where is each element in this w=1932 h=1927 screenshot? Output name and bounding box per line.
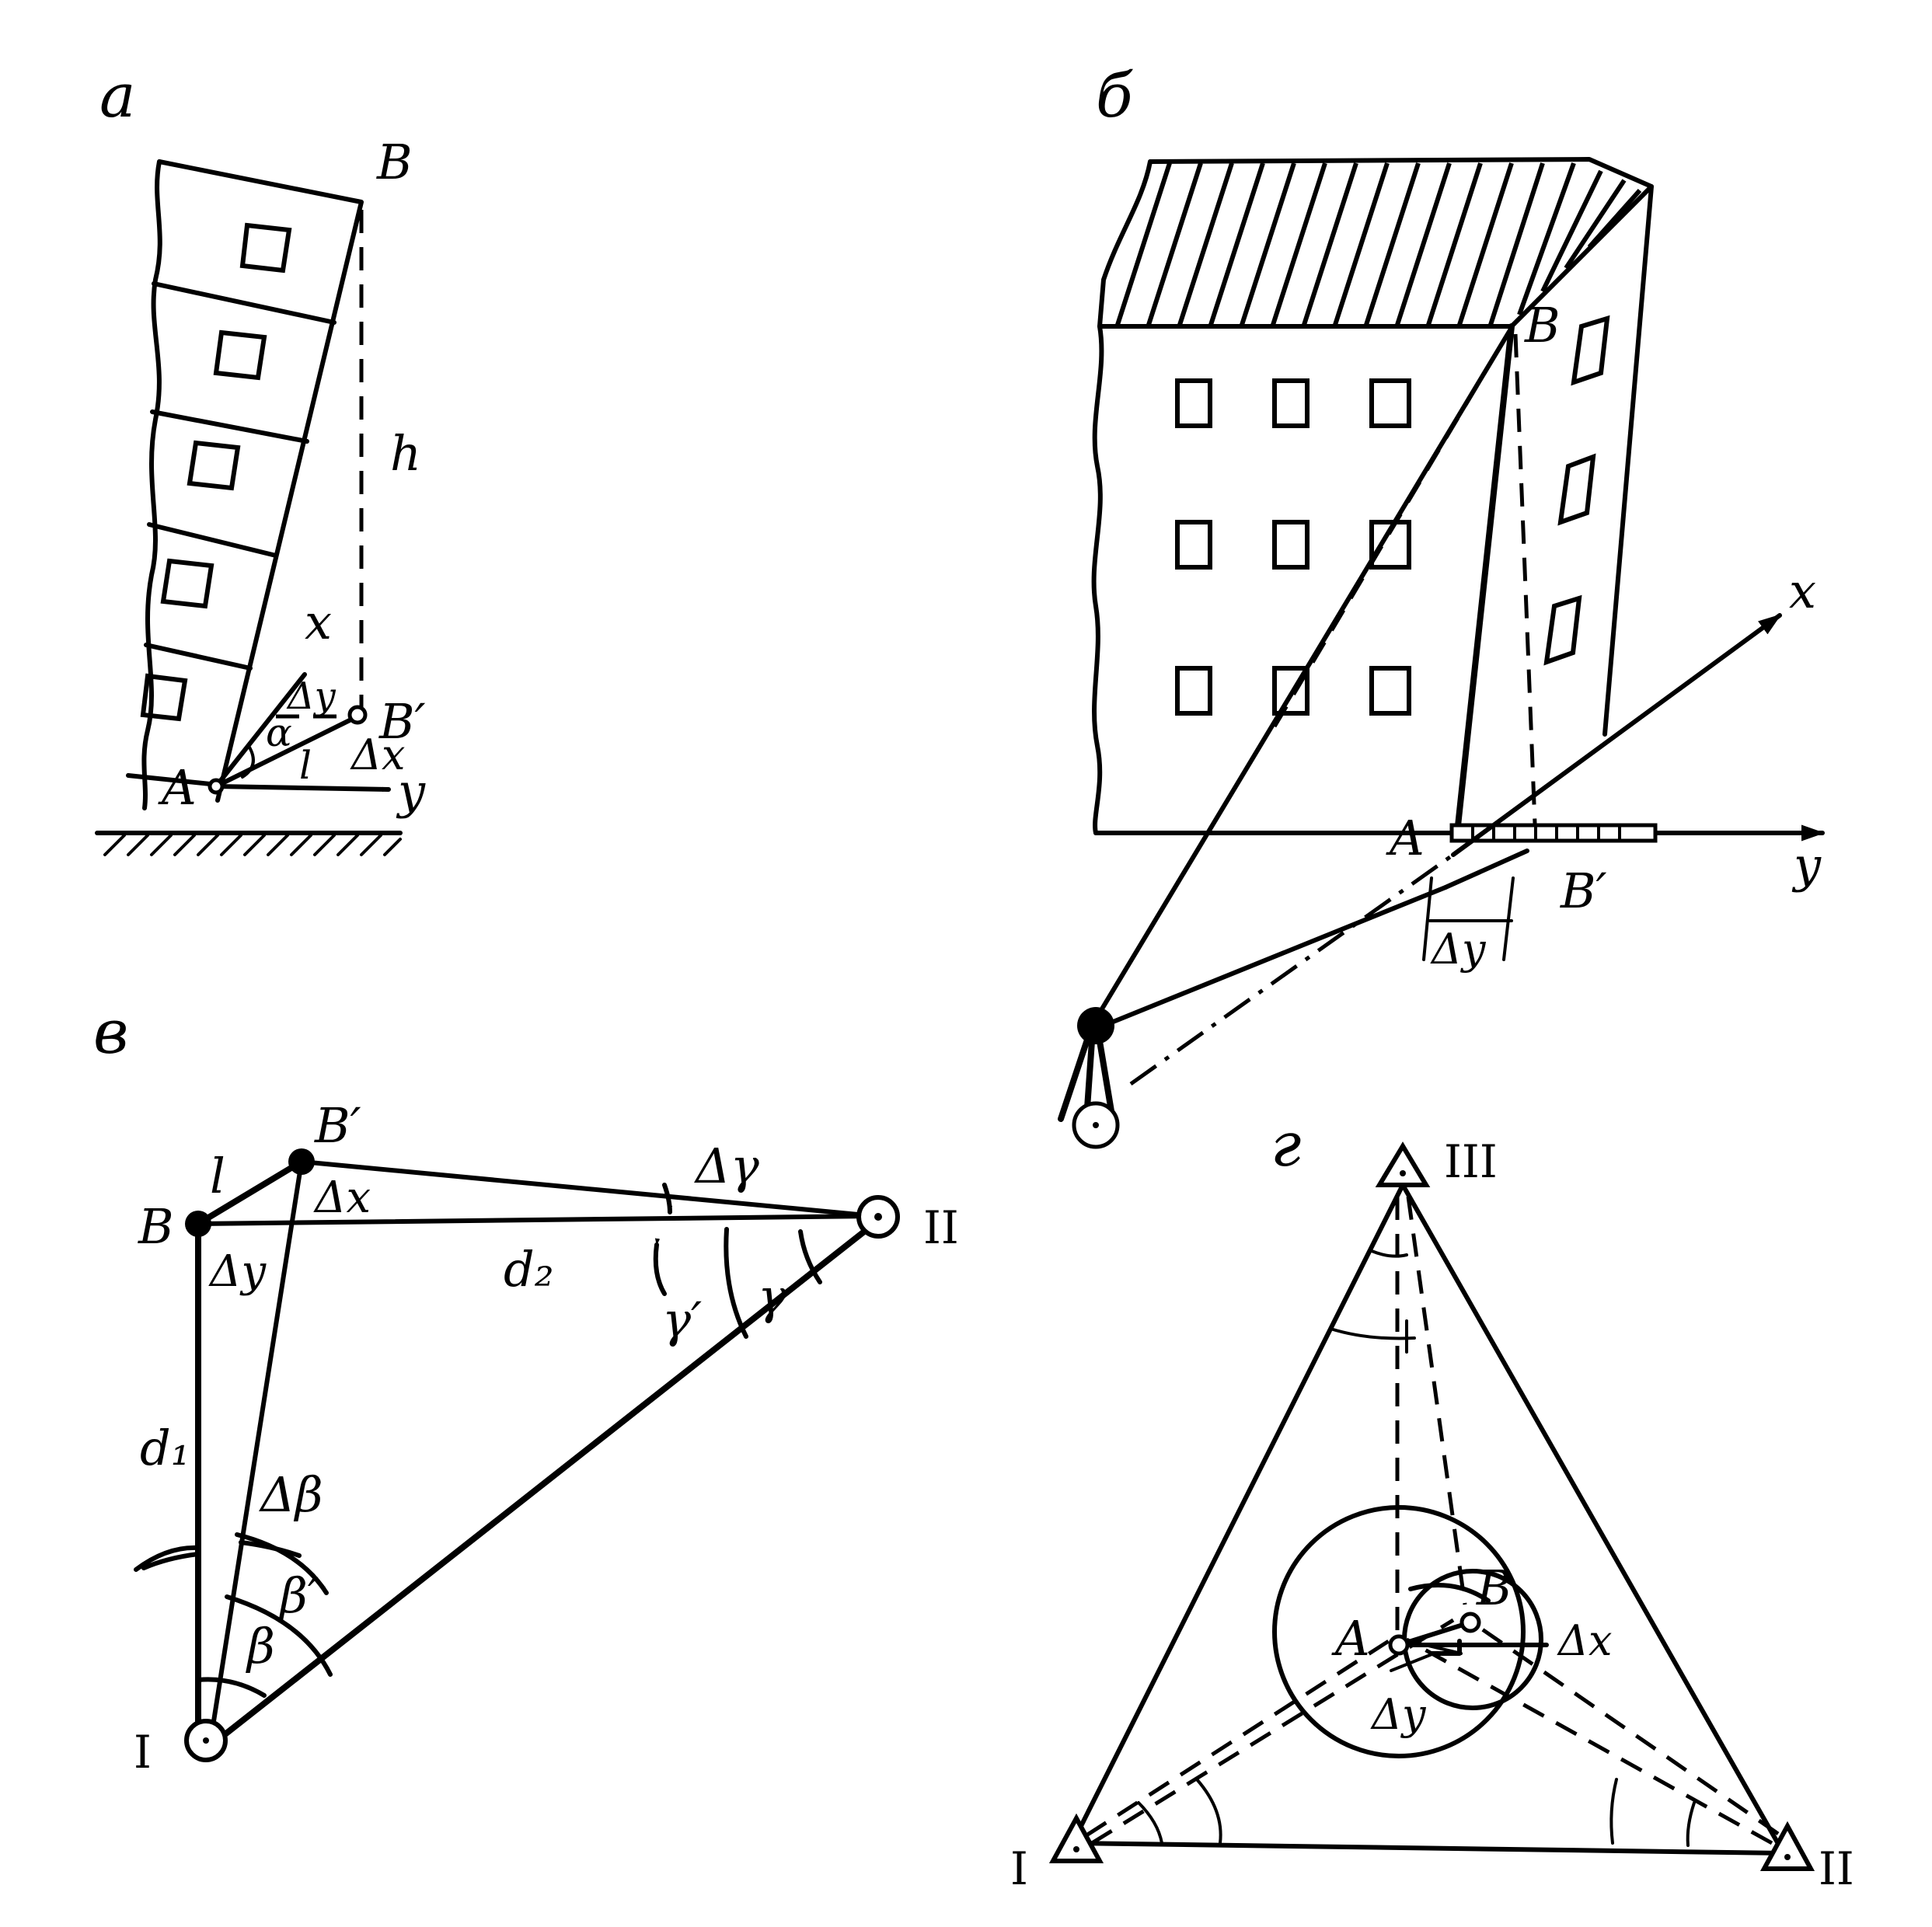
panel-v: в l B′ B Δx Δy	[93, 998, 959, 1779]
panel-g-label-dx: Δx	[1557, 1616, 1612, 1665]
panel-v-label-l: l	[210, 1148, 225, 1204]
panel-b-theodolite	[1058, 1007, 1120, 1149]
panel-v-arc-dbeta	[134, 1545, 201, 1572]
panel-v-label-gamma-prime: γ′	[662, 1291, 702, 1348]
panel-b-label-y: y	[1791, 837, 1822, 894]
panel-b-label: б	[1096, 61, 1133, 131]
panel-a-ground	[95, 831, 403, 856]
panel-v-station-II	[856, 1195, 900, 1239]
panel-a-label-B-prime: B′	[378, 693, 426, 750]
panel-v-label-dy: Δy	[208, 1246, 267, 1297]
panel-v-line-d2	[196, 1214, 877, 1226]
panel-g-point-B	[1459, 1612, 1481, 1633]
panel-a-x-axis	[214, 672, 307, 789]
panel-v-label-I: I	[134, 1726, 152, 1779]
panel-g-triangle	[1070, 1183, 1786, 1856]
panel-v-line-I-II	[216, 1228, 867, 1742]
panel-b-sight-line-bottom	[1101, 885, 1448, 1028]
panel-g-label-III: III	[1444, 1135, 1498, 1188]
panel-g-label-dy: Δy	[1370, 1690, 1427, 1739]
panel-a-displacement-line	[214, 714, 360, 789]
panel-a-label: а	[99, 61, 136, 131]
panel-b-label-dy: Δy	[1430, 925, 1487, 974]
panel-b-label-B: B	[1524, 297, 1561, 354]
panel-g-station-III	[1375, 1141, 1431, 1187]
panel-b: б	[1058, 61, 1825, 1149]
panel-v-label-gamma: γ	[758, 1268, 787, 1325]
panel-b-plumb-line	[1513, 333, 1537, 824]
panel-b-label-A: A	[1386, 810, 1425, 866]
panel-g-point-A	[1388, 1634, 1410, 1656]
panel-v-label-dgamma: Δγ	[694, 1138, 760, 1194]
panel-a-label-dx: Δx	[350, 730, 405, 779]
panel-g-label-A: A	[1331, 1610, 1370, 1667]
panel-a-label-dy: Δy	[286, 674, 337, 718]
panel-a-y-axis	[215, 784, 391, 793]
panel-b-sight-line-axis	[1129, 852, 1455, 1086]
panel-v-label-d1: d₁	[140, 1420, 190, 1476]
panel-v-label-B-prime: B′	[314, 1097, 361, 1154]
panel-b-ruler	[1449, 823, 1658, 843]
panel-v-label-dx: Δx	[313, 1173, 371, 1223]
panel-g-station-II	[1759, 1821, 1815, 1871]
panel-g-label-B: B	[1476, 1559, 1512, 1616]
panel-b-dy-bracket	[1422, 876, 1515, 961]
panel-v-label-beta-prime: β′	[278, 1567, 319, 1624]
panel-v-arc-gamma	[724, 1227, 748, 1339]
panel-a-building	[140, 159, 364, 810]
panel-g-label: г	[1271, 1110, 1301, 1180]
panel-a-point-B-prime	[347, 705, 368, 725]
panel-v-line-I-B-prime	[211, 1159, 304, 1723]
panel-a-label-B: B	[376, 134, 413, 190]
panel-b-x-axis	[1451, 613, 1782, 857]
panel-v-station-I	[184, 1719, 228, 1762]
panel-a-label-x: x	[305, 594, 332, 650]
panel-a-label-A: A	[158, 759, 197, 816]
panel-b-label-x: x	[1789, 563, 1816, 619]
panel-v-label-II: II	[923, 1201, 959, 1254]
panel-v-label-beta: β	[246, 1618, 275, 1674]
panel-v-arc-dgamma	[662, 1183, 673, 1214]
panel-v-label-dbeta: Δβ	[259, 1466, 323, 1523]
panel-v-point-B-prime	[288, 1148, 315, 1175]
panel-b-building	[1091, 157, 1654, 836]
panel-a-label-l: l	[299, 743, 312, 788]
panel-v-label-B: B	[138, 1198, 174, 1255]
panel-v-arc-small	[196, 1677, 267, 1698]
panel-a-label-alpha: α	[266, 710, 292, 755]
panel-a-label-y: y	[396, 763, 426, 820]
panel-a-label-h: h	[390, 425, 421, 482]
panel-b-sight-line-top	[1092, 328, 1512, 1024]
panel-v-point-B	[185, 1211, 211, 1237]
panel-v-line-B-prime-II	[299, 1159, 877, 1218]
panel-v-label-d2: d₂	[504, 1241, 554, 1298]
panel-g-tolerance-circle	[1272, 1505, 1526, 1758]
panel-g-station-I	[1048, 1813, 1104, 1863]
panel-v-line-l	[195, 1159, 305, 1227]
panel-g-label-I: I	[1010, 1842, 1028, 1895]
panel-a: а	[95, 61, 426, 856]
panel-g-label-II: II	[1819, 1842, 1854, 1895]
panel-a-point-A	[207, 778, 225, 795]
panel-v-label: в	[93, 998, 128, 1068]
panel-g: г	[1010, 1110, 1854, 1895]
panel-b-label-B-prime: B′	[1560, 862, 1607, 919]
